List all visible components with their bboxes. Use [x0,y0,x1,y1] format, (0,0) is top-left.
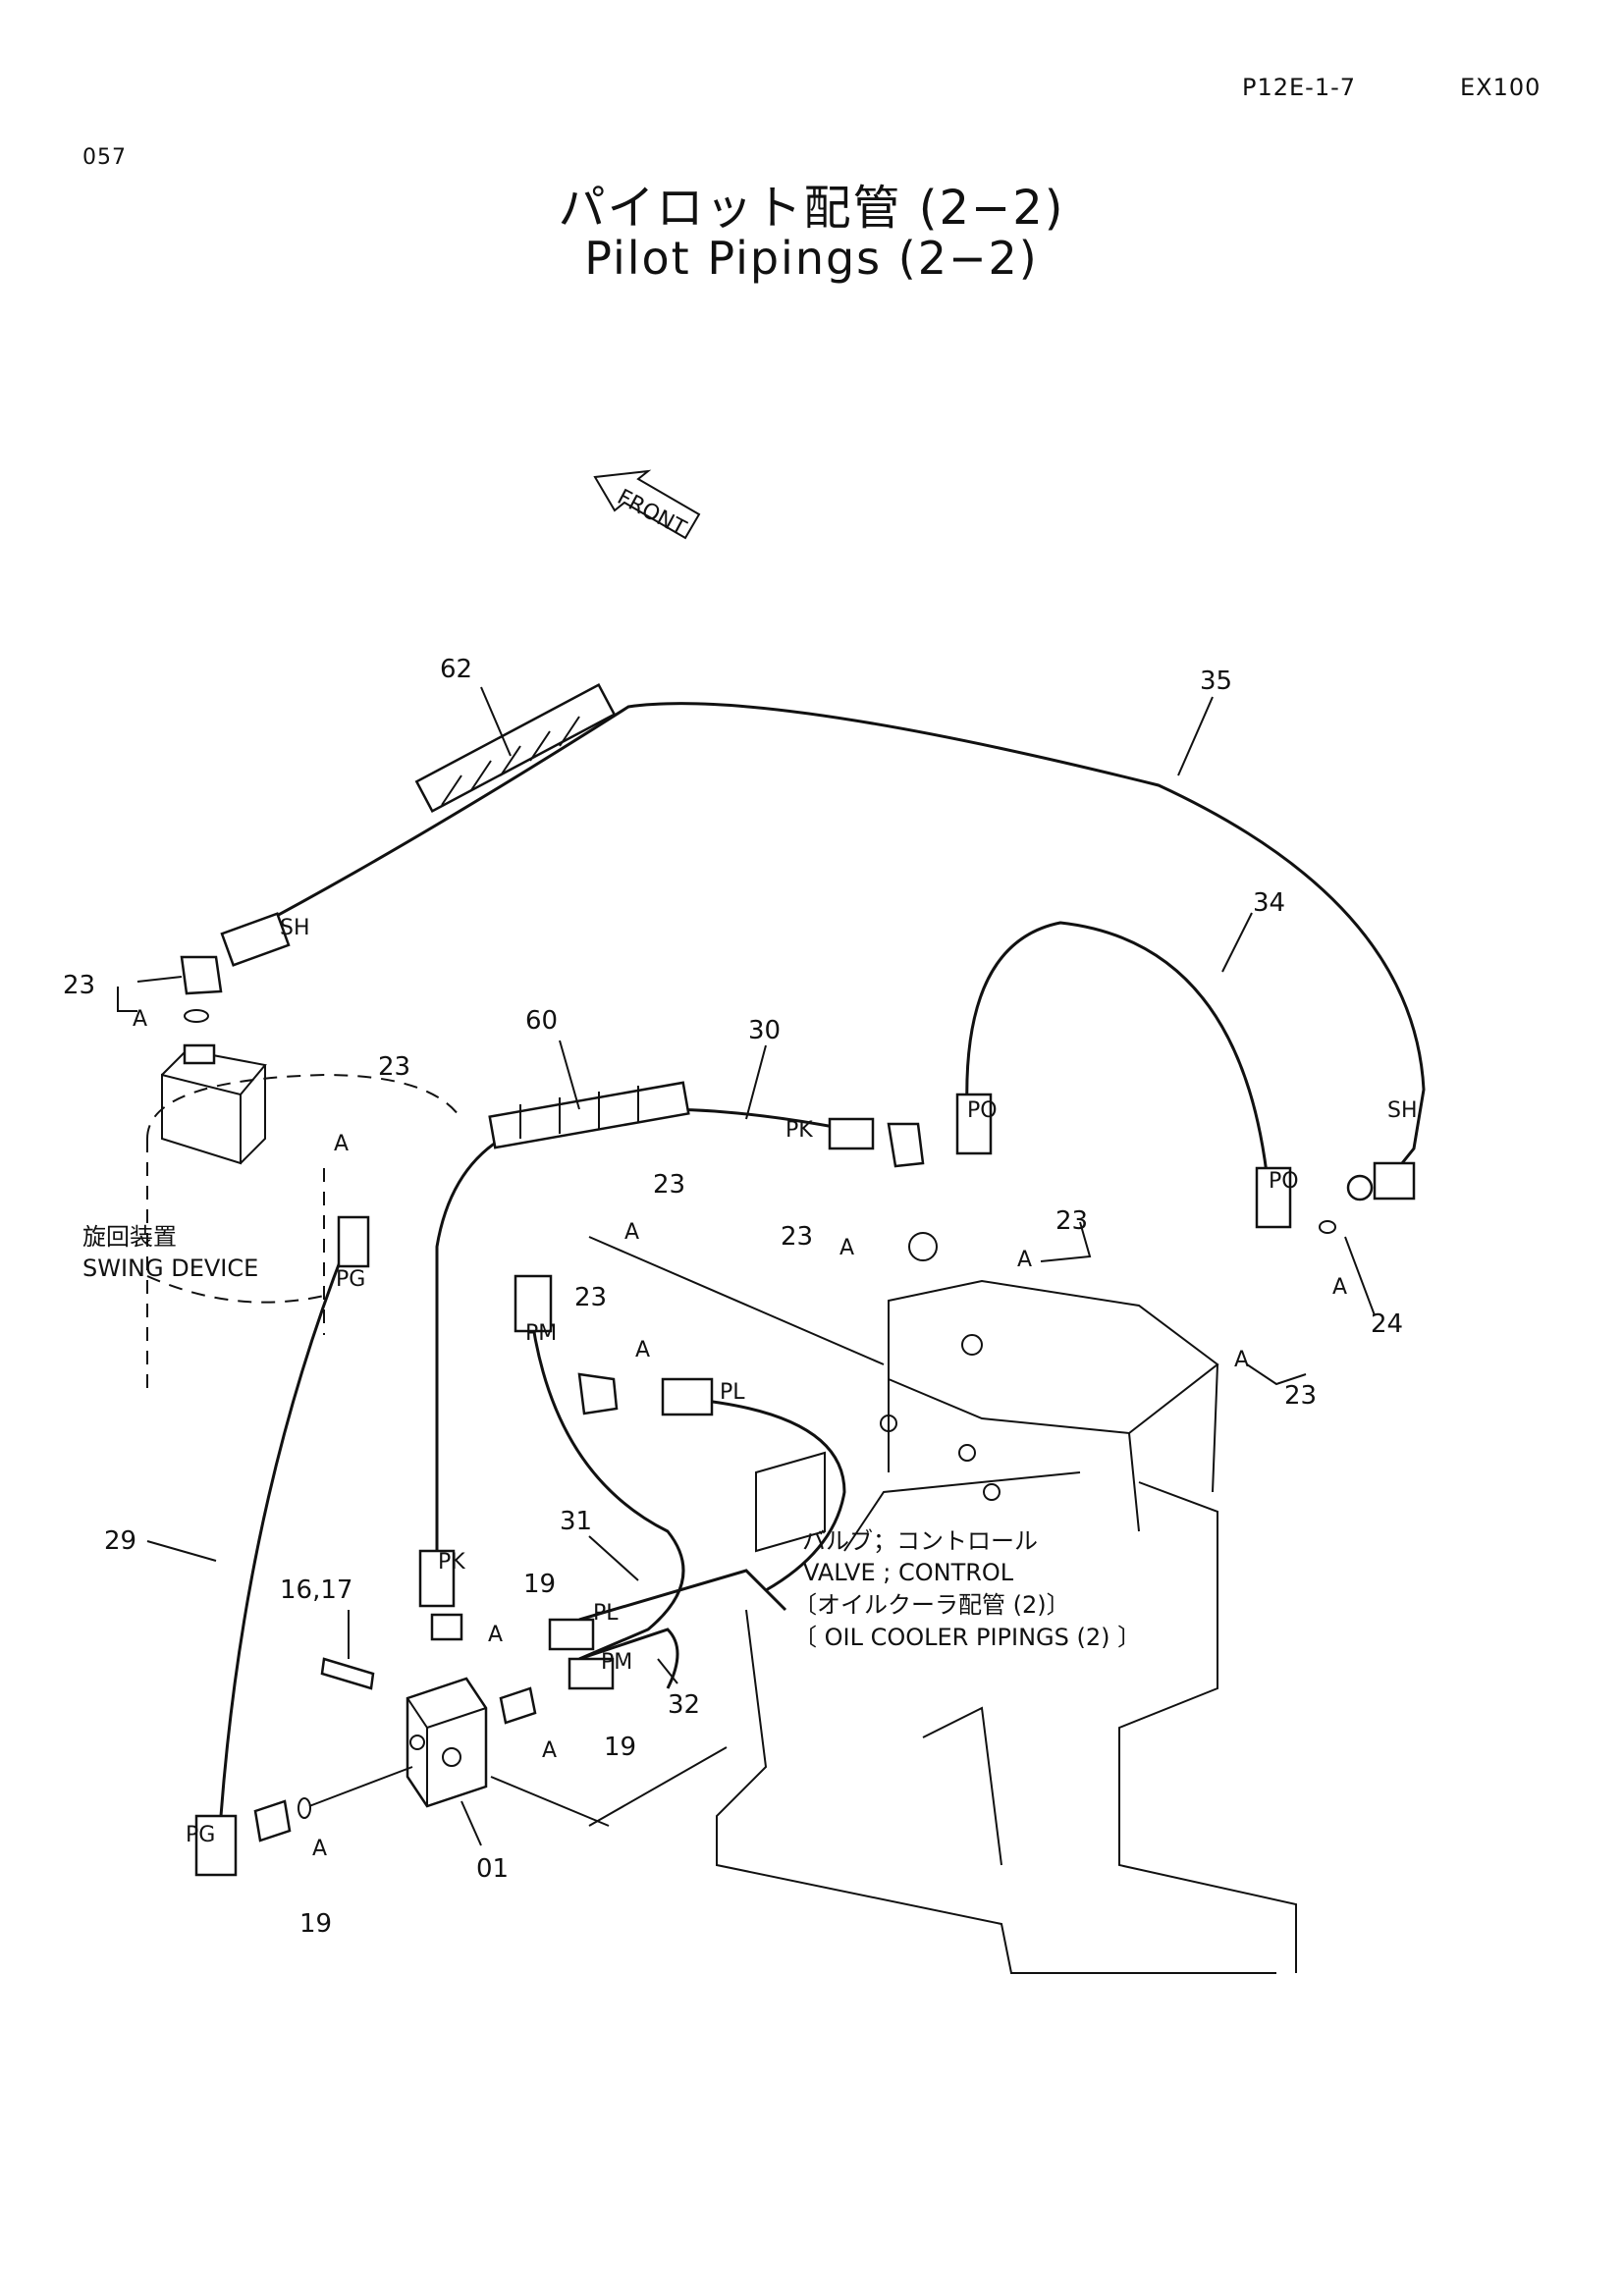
part-number-30: 30 [748,1016,781,1045]
hose-29 [219,1226,355,1817]
swing-device-label-jp: 旋回装置 [82,1223,177,1251]
fitting-19-right [499,1686,537,1725]
swing-device-label-en: SWING DEVICE [82,1255,258,1282]
title-english: Pilot Pipings (2−2) [584,232,1039,285]
elbow-23-top [180,955,223,995]
part-number-23-f: 23 [574,1283,607,1312]
part-number-34: 34 [1253,888,1285,918]
elbow-pg-lower [194,1814,238,1877]
callout-a-6: A [635,1338,650,1362]
hose-34 [965,921,1269,1174]
control-valve-outline [716,1232,1297,1974]
callout-a-2: A [334,1132,349,1156]
fitting-19-bottom [253,1799,292,1842]
fitting-pg-upper [337,1215,370,1268]
fitting-po-right [1255,1166,1292,1229]
port-label-pm-1: PM [525,1321,557,1346]
part-number-35: 35 [1200,667,1232,696]
part-number-32: 32 [668,1690,700,1720]
part-number-62: 62 [440,655,472,684]
fitting-pl-upper [661,1377,714,1416]
hose-protector-60 [488,1081,690,1149]
callout-a-8: A [1234,1348,1249,1372]
fitting-pm-lower [568,1657,615,1690]
port-label-pk-2: PK [438,1550,465,1575]
port-label-pl-1: PL [720,1380,745,1405]
sheet-number: 057 [82,145,127,170]
fitting-pk-upper [828,1117,875,1150]
callout-a-1: A [133,1007,147,1032]
callout-a-4: A [839,1236,854,1260]
elbow-23-pk [887,1122,925,1168]
part-number-31: 31 [560,1507,592,1536]
oil-cooler-label-jp: 〔オイルクーラ配管 (2)〕 [793,1591,1070,1619]
part-number-19-a: 19 [523,1570,556,1599]
fitting-pk-lower [418,1549,456,1608]
fitting-sh-top [220,912,291,967]
callout-a-10: A [542,1738,557,1763]
port-label-pl-2: PL [593,1601,619,1626]
machine-model: EX100 [1460,74,1542,101]
port-label-sh-1: SH [280,916,310,940]
port-label-pk-1: PK [785,1118,813,1143]
fitting-pl-lower [548,1618,595,1651]
fitting-pm-upper [514,1274,553,1333]
pipe-32 [578,1628,679,1689]
hose-30 [435,1107,845,1561]
bolt-16-17 [320,1657,375,1690]
part-number-19-b: 19 [604,1733,636,1762]
pipe-31 [578,1569,787,1622]
hose-35 [244,702,1426,1174]
callout-a-5: A [1017,1248,1032,1272]
oil-cooler-label-en: 〔 OIL COOLER PIPINGS (2) 〕 [793,1624,1141,1651]
part-number-16-17: 16,17 [280,1575,352,1605]
port-label-pg-1: PG [336,1267,365,1292]
callout-a-11: A [312,1837,327,1861]
hose-pm-upper [528,1305,685,1661]
part-number-23-b: 23 [378,1052,410,1082]
part-number-24: 24 [1371,1309,1403,1339]
fitting-19-top [430,1613,463,1641]
part-number-23-a: 23 [63,971,95,1000]
callout-a-9: A [488,1623,503,1647]
part-number-23-g: 23 [1284,1381,1317,1411]
front-label: FRONT [613,485,690,542]
block-01 [406,1677,488,1808]
port-label-pm-2: PM [601,1650,632,1675]
front-arrow-icon: FRONT [593,469,701,542]
port-label-po-2: PO [1269,1169,1299,1194]
part-number-60: 60 [525,1006,558,1036]
page-code: P12E-1-7 [1242,74,1357,101]
part-number-29: 29 [104,1526,136,1556]
hose-pl-upper [686,1397,846,1592]
control-valve-label-en: VALVE ; CONTROL [803,1559,1014,1586]
port-label-sh-2: SH [1387,1098,1418,1123]
callout-a-3: A [624,1220,639,1245]
fitting-po-left [955,1093,993,1155]
part-number-19-c: 19 [299,1909,332,1939]
fitting-sh-right [1373,1161,1416,1201]
title-japanese: パイロット配管 (2−2) [558,181,1065,236]
swing-device-outline: 旋回装置 SWING DEVICE [82,1043,462,1394]
control-valve-label-jp: バルブ；コントロール [802,1527,1038,1555]
leader-lines [117,686,1376,1846]
part-number-23-d: 23 [781,1222,813,1252]
port-label-pg-2: PG [186,1823,215,1847]
hose-protector-62 [414,683,617,813]
port-label-po-1: PO [967,1098,998,1123]
callout-a-7: A [1332,1275,1347,1300]
fitting-23-mid [577,1372,619,1415]
part-number-23-c: 23 [653,1170,685,1200]
part-number-01: 01 [476,1854,509,1884]
part-number-23-e: 23 [1055,1206,1088,1236]
